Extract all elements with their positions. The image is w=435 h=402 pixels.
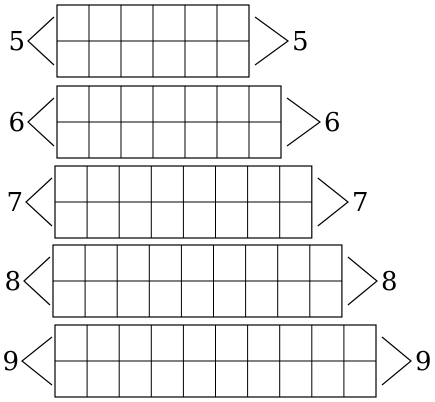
row-6: 6 6: [8, 85, 341, 159]
right-label: 7: [352, 188, 369, 218]
right-label: 6: [324, 108, 341, 138]
left-label: 7: [6, 188, 23, 218]
grid: [52, 244, 343, 318]
right-bracket: [254, 16, 290, 66]
grid: [56, 4, 250, 78]
left-bracket: [25, 177, 53, 227]
row-8: 8 8: [4, 244, 398, 318]
grid: [54, 324, 377, 398]
left-bracket: [23, 256, 51, 306]
row-7: 7 7: [6, 165, 369, 239]
left-bracket: [21, 336, 53, 386]
grid: [56, 85, 282, 159]
right-label: 9: [415, 347, 432, 377]
right-label: 8: [381, 267, 398, 297]
right-bracket: [286, 97, 322, 147]
row-9: 9 9: [2, 324, 432, 398]
right-bracket: [347, 256, 378, 306]
left-bracket: [27, 16, 55, 66]
left-label: 9: [2, 347, 19, 377]
right-bracket: [381, 336, 412, 386]
left-label: 8: [4, 267, 21, 297]
right-bracket: [317, 177, 349, 227]
row-5: 5 5: [8, 4, 309, 78]
grid: [54, 165, 313, 239]
left-label: 6: [8, 108, 25, 138]
left-label: 5: [8, 27, 25, 57]
right-label: 5: [292, 27, 309, 57]
left-bracket: [27, 97, 55, 147]
